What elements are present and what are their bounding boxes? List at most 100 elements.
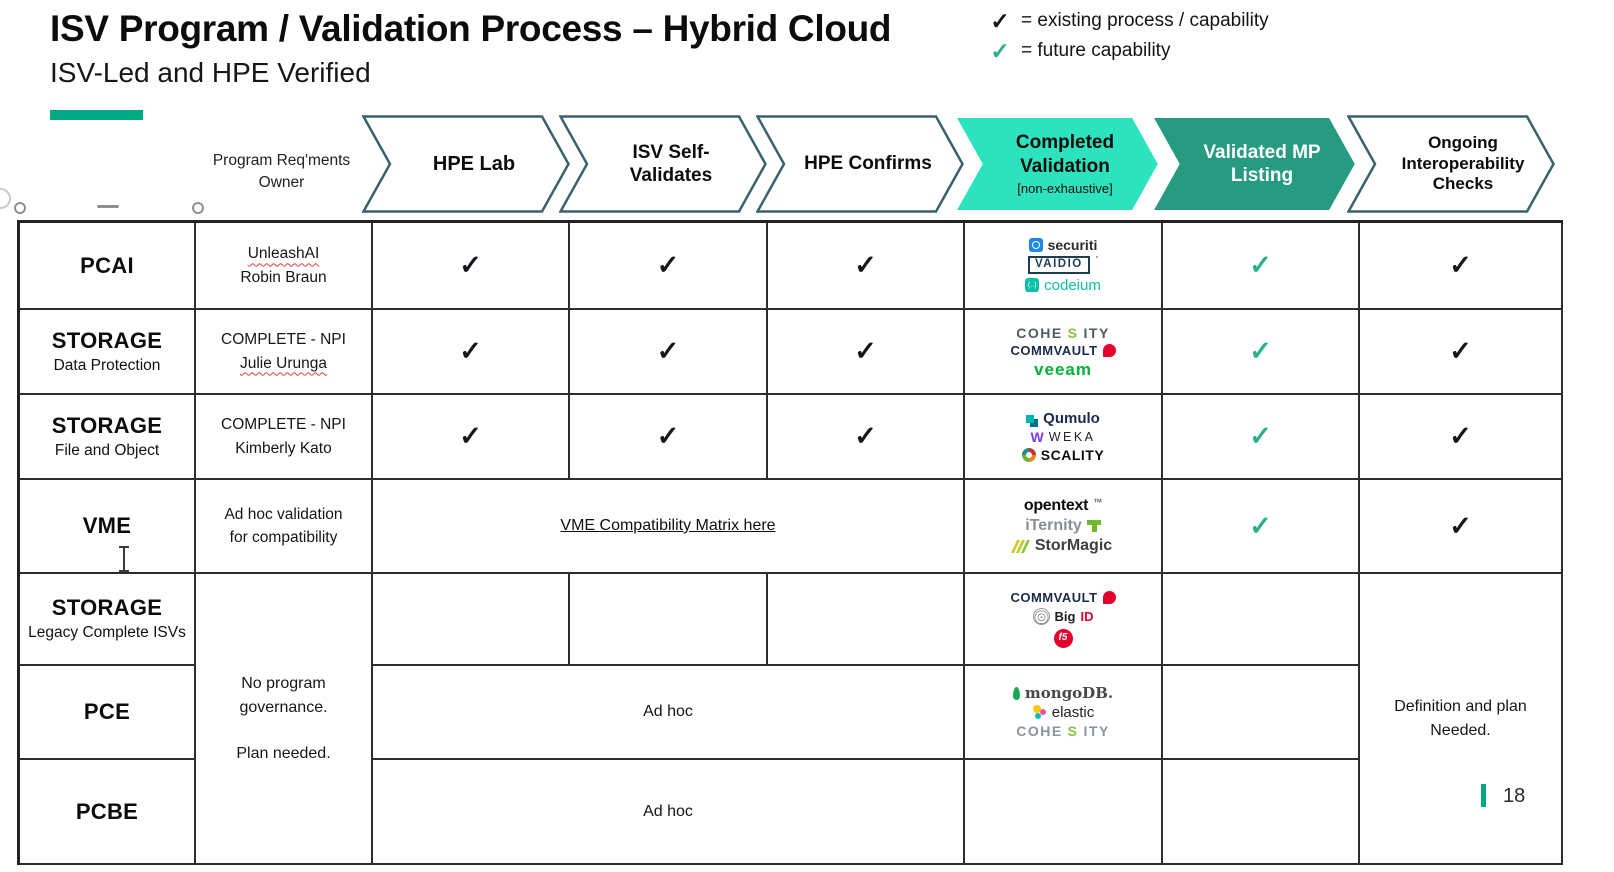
- cell-storage-fo-hpe-lab: ✓: [373, 395, 570, 480]
- cell-pcbe-category: PCBE: [20, 760, 196, 865]
- vme-compatibility-matrix-link[interactable]: VME Compatibility Matrix here: [560, 517, 776, 534]
- cell-storage-legacy-validated-mp: [1163, 574, 1360, 666]
- cell-pcbe-adhoc: Ad hoc: [373, 760, 965, 865]
- cell-storage-dp-category: STORAGE Data Protection: [20, 310, 196, 395]
- iternity-icon: [1086, 520, 1101, 532]
- cell-storage-dp-ongoing: ✓: [1360, 310, 1563, 395]
- cell-pce-category: PCE: [20, 666, 196, 760]
- cell-storage-dp-hpe-confirms: ✓: [768, 310, 965, 395]
- chevron-label-completed-validation: Completed Validation [non-exhaustive]: [1015, 132, 1115, 196]
- cell-storage-fo-category: STORAGE File and Object: [20, 395, 196, 480]
- cell-pcbe-validated-mp: [1163, 760, 1360, 865]
- check-icon-green: ✓: [990, 37, 1010, 64]
- check-icon: ✓: [854, 250, 877, 280]
- chevron-hpe-lab: [362, 115, 570, 213]
- page-number-accent-bar: [1481, 784, 1486, 807]
- cell-storage-legacy-hpe-lab: [373, 574, 570, 666]
- cell-storage-dp-isv-validates: ✓: [570, 310, 768, 395]
- chevron-label-ongoing-interoperability: Ongoing Interoperability Checks: [1401, 132, 1525, 194]
- cell-pcai-category: PCAI: [20, 223, 196, 310]
- validation-table: PCAI UnleashAI Robin Braun ✓ ✓ ✓ securit…: [17, 220, 1563, 865]
- cell-storage-dp-hpe-lab: ✓: [373, 310, 570, 395]
- elastic-logo: elastic: [1032, 705, 1094, 720]
- cell-pcai-hpe-lab: ✓: [373, 223, 570, 310]
- cell-vme-category: VME: [20, 480, 196, 574]
- chevron-completed-validation: [953, 115, 1161, 213]
- iternity-logo: iTernity: [1025, 518, 1101, 534]
- check-icon: ✓: [1449, 336, 1472, 366]
- cell-pcai-hpe-confirms: ✓: [768, 223, 965, 310]
- check-icon: ✓: [459, 250, 482, 280]
- cell-vme-ongoing: ✓: [1360, 480, 1563, 574]
- hpe-accent-bar: [50, 110, 143, 120]
- f5-icon: f5: [1053, 628, 1073, 648]
- cell-storage-fo-hpe-confirms: ✓: [768, 395, 965, 480]
- bigid-fingerprint-icon: [1032, 607, 1050, 625]
- legend-existing-label: = existing process / capability: [1021, 10, 1269, 31]
- check-icon: ✓: [459, 421, 482, 451]
- legend-future-label: = future capability: [1021, 40, 1171, 61]
- check-icon: ✓: [1449, 421, 1472, 451]
- f5-logo: f5: [1053, 628, 1073, 648]
- cell-storage-fo-owner: COMPLETE - NPI Kimberly Kato: [196, 395, 373, 480]
- check-icon-green: ✓: [1249, 250, 1272, 280]
- check-icon-green: ✓: [1249, 510, 1272, 541]
- check-icon: ✓: [1449, 250, 1472, 280]
- cell-storage-dp-owner: COMPLETE - NPI Julie Urunga: [196, 310, 373, 395]
- stormagic-icon: [1010, 539, 1033, 553]
- mongodb-leaf-icon: [1012, 687, 1020, 700]
- legend-future: ✓ = future capability: [988, 36, 1269, 66]
- owner-column-header: Program Req'ments Owner: [212, 152, 351, 191]
- chevron-label-isv-self-validates: ISV Self- Validates: [629, 141, 713, 186]
- cell-vme-validated-mp: ✓: [1163, 480, 1360, 574]
- cell-storage-fo-validated-mp: ✓: [1163, 395, 1360, 480]
- cell-pcai-completed-logos: securiti VAIDIO’ (..)codeium: [965, 223, 1163, 310]
- cell-pce-adhoc: Ad hoc: [373, 666, 965, 760]
- check-icon: ✓: [656, 336, 680, 366]
- check-icon-green: ✓: [1249, 336, 1272, 366]
- commvault-icon: [1102, 590, 1116, 604]
- legend-existing: ✓ = existing process / capability: [988, 6, 1269, 36]
- cell-vme-compatibility-matrix: VME Compatibility Matrix here: [373, 480, 965, 574]
- cell-pcai-ongoing: ✓: [1360, 223, 1563, 310]
- check-icon-green: ✓: [1249, 421, 1272, 451]
- check-icon: ✓: [854, 421, 877, 451]
- check-icon: ✓: [1449, 510, 1472, 541]
- selection-handle[interactable]: [0, 188, 11, 209]
- chevron-validated-mp-listing: [1150, 115, 1358, 213]
- chevron-hpe-confirms: [756, 115, 964, 213]
- text-cursor-ibeam: [118, 546, 130, 574]
- chevron-label-hpe-confirms: HPE Confirms: [804, 153, 932, 175]
- check-icon: ✓: [854, 336, 877, 366]
- commvault-logo: COMMVAULT: [1010, 590, 1116, 604]
- elastic-icon: [1032, 705, 1047, 720]
- scality-logo: SCALITY: [1021, 448, 1104, 462]
- selection-handle[interactable]: [192, 202, 204, 214]
- slide-subtitle: ISV-Led and HPE Verified: [50, 57, 371, 88]
- selection-handle[interactable]: [97, 205, 119, 208]
- check-icon: ✓: [459, 336, 482, 366]
- cell-pcai-owner: UnleashAI Robin Braun: [196, 223, 373, 310]
- vaidio-logo: VAIDIO’: [1027, 256, 1098, 274]
- cell-pcai-isv-validates: ✓: [570, 223, 768, 310]
- page-number: 18: [1503, 785, 1526, 807]
- qumulo-logo: Qumulo: [1026, 411, 1100, 426]
- codeium-logo: (..)codeium: [1025, 278, 1101, 293]
- weka-icon: W: [1030, 429, 1044, 445]
- mongodb-logo: mongoDB.: [1012, 686, 1113, 701]
- scality-icon: [1021, 448, 1036, 462]
- commvault-icon: [1102, 343, 1116, 357]
- chevron-label-hpe-lab: HPE Lab: [432, 152, 516, 175]
- cell-storage-legacy-isv-validates: [570, 574, 768, 666]
- selection-handle[interactable]: [14, 202, 26, 214]
- qumulo-icon: [1026, 414, 1035, 423]
- chevron-isv-self-validates: [559, 115, 767, 213]
- codeium-icon: (..): [1025, 278, 1040, 293]
- cell-pcai-validated-mp: ✓: [1163, 223, 1360, 310]
